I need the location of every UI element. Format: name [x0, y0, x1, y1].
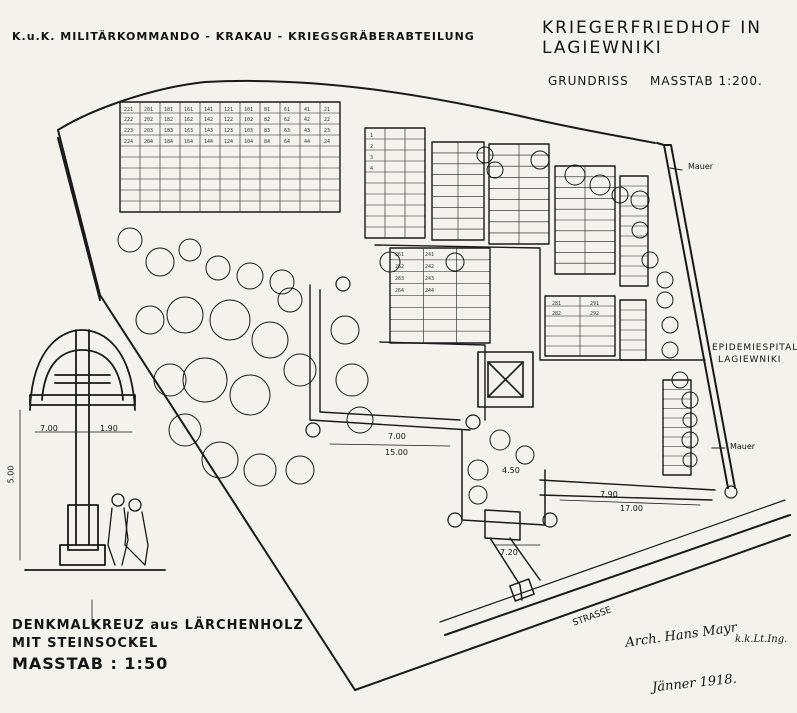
trees — [117, 146, 699, 505]
memorial-cross-elevation — [24, 329, 166, 571]
grave-number: 161 — [184, 107, 194, 113]
grave-number: 102 — [244, 117, 254, 123]
grave-number: 262 — [395, 264, 405, 270]
cemetery-title: KRIEGERFRIEDHOF IN — [542, 18, 762, 38]
grave-number: 162 — [184, 117, 194, 123]
grave-number: 181 — [164, 107, 174, 113]
central-monument — [477, 351, 534, 408]
grave-number: 24 — [324, 139, 331, 145]
grave-number: 202 — [144, 117, 154, 123]
elevation-dimension-height: 5.00 — [6, 465, 16, 484]
street-road — [354, 499, 791, 691]
hospital-label: EPIDEMIESPITAL — [712, 343, 797, 353]
cemetery-boundary — [57, 79, 656, 691]
cemetery-location: LAGIEWNIKI — [542, 38, 663, 58]
dimension-700: 7.00 — [388, 432, 406, 441]
grave-number: 184 — [164, 139, 174, 145]
grave-number: 223 — [124, 128, 134, 134]
elevation-dimensions — [19, 409, 133, 626]
figures — [107, 493, 149, 566]
grave-number: 203 — [144, 128, 154, 134]
grave-number: 41 — [304, 107, 311, 113]
grave-number: 4 — [370, 166, 374, 172]
hospital-location: LAGIEWNIKI — [718, 355, 782, 365]
grave-number: 2 — [370, 144, 374, 150]
grave-number: 243 — [425, 276, 435, 282]
dimension-450: 4.50 — [502, 466, 520, 475]
grave-number: 103 — [244, 128, 254, 134]
architect-rank: k.k.Lt.Ing. — [735, 634, 788, 645]
grave-number: 221 — [124, 107, 134, 113]
dimension-lines — [329, 443, 701, 546]
grave-number: 63 — [284, 128, 291, 134]
plan-label: GRUNDRISS — [548, 74, 629, 88]
grave-number: 124 — [224, 139, 234, 145]
grave-number: 183 — [164, 128, 174, 134]
dimension-720: 7.20 — [500, 548, 518, 557]
grave-number: 224 — [124, 139, 134, 145]
east-wall — [656, 142, 736, 489]
grave-plot-grid — [119, 101, 692, 466]
command-heading: K.u.K. MILITÄRKOMMANDO - KRAKAU - KRIEGS… — [12, 30, 475, 43]
grave-number: 282 — [552, 311, 562, 317]
grave-number: 122 — [224, 117, 234, 123]
grave-number: 142 — [204, 117, 214, 123]
grave-number: 123 — [224, 128, 234, 134]
wall-label-right: Mauer — [730, 442, 756, 451]
elevation-subcaption: MIT STEINSOCKEL — [12, 636, 159, 651]
grave-number: 263 — [395, 276, 405, 282]
grave-number: 141 — [204, 107, 214, 113]
elevation-caption: DENKMALKREUZ aus LÄRCHENHOLZ — [12, 618, 304, 633]
grave-number: 3 — [370, 155, 374, 161]
plan-scale: MASSTAB 1:200. — [650, 74, 763, 88]
grave-number: 241 — [425, 252, 435, 258]
grave-number: 81 — [264, 107, 271, 113]
grave-number: 84 — [264, 139, 271, 145]
grave-number: 42 — [304, 117, 311, 123]
grave-number: 121 — [224, 107, 234, 113]
grave-number: 163 — [184, 128, 194, 134]
grave-number: 242 — [425, 264, 435, 270]
grave-number: 292 — [590, 311, 600, 317]
grave-number: 43 — [304, 128, 311, 134]
grave-number: 261 — [395, 252, 405, 258]
grave-number: 64 — [284, 139, 291, 145]
grave-number: 222 — [124, 117, 134, 123]
footpaths — [309, 244, 716, 501]
grave-number: 201 — [144, 107, 154, 113]
elevation-dimension-left: 7.00 — [40, 424, 58, 433]
elevation-dimension-right: 1.90 — [100, 424, 118, 433]
grave-number: 83 — [264, 128, 271, 134]
grave-number: 61 — [284, 107, 291, 113]
dimension-1500: 15.00 — [385, 448, 408, 457]
grave-number: 104 — [244, 139, 254, 145]
dimension-1700: 17.00 — [620, 504, 643, 513]
grave-number: 22 — [324, 117, 331, 123]
wall-label-top: Mauer — [688, 162, 714, 171]
elevation-scale: MASSTAB : 1:50 — [12, 654, 169, 673]
grave-number: 44 — [304, 139, 311, 145]
grave-number: 101 — [244, 107, 254, 113]
grave-number: 164 — [184, 139, 194, 145]
marker-circles — [305, 276, 738, 528]
grave-number: 62 — [284, 117, 291, 123]
grave-number: 182 — [164, 117, 174, 123]
grave-number: 281 — [552, 301, 562, 307]
grave-number: 291 — [590, 301, 600, 307]
grave-number: 144 — [204, 139, 214, 145]
grave-fields — [119, 101, 692, 476]
grave-number: 23 — [324, 128, 331, 134]
entrance-forecourt — [461, 429, 546, 602]
dimension-790: 7.90 — [600, 490, 618, 499]
grave-number: 244 — [425, 288, 435, 294]
grave-number: 264 — [395, 288, 405, 294]
grave-number: 143 — [204, 128, 214, 134]
grave-number: 1 — [370, 133, 374, 139]
wall-pointers — [669, 167, 726, 449]
grave-number: 204 — [144, 139, 154, 145]
grave-number: 21 — [324, 107, 331, 113]
grave-number: 82 — [264, 117, 271, 123]
